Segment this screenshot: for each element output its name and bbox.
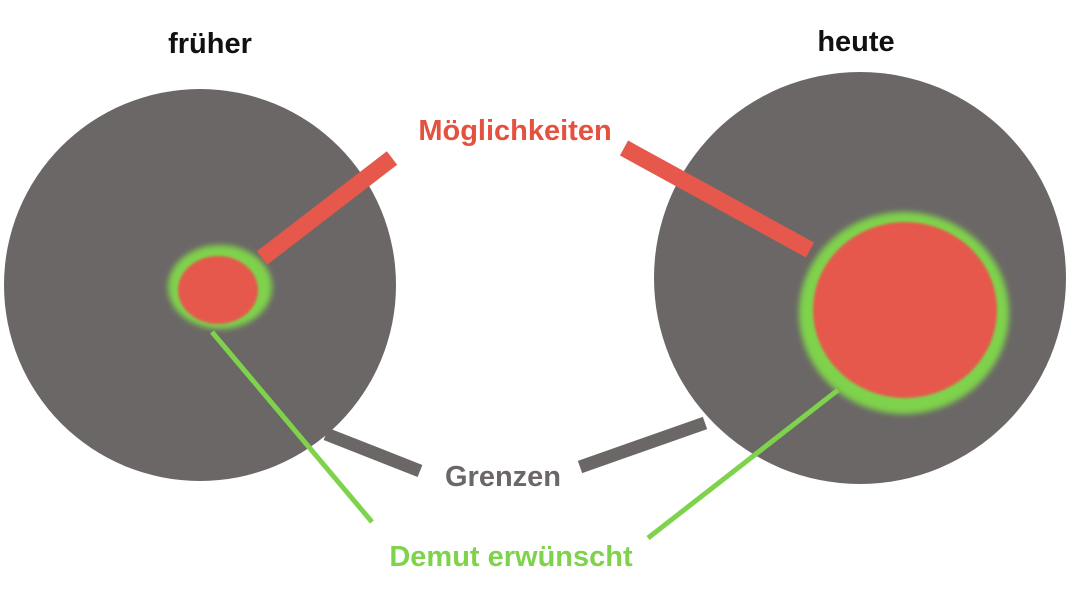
- connector-lines: [210, 140, 840, 540]
- left-diagram: [4, 89, 396, 481]
- limits-pointer-left: [323, 427, 423, 478]
- heading-left: früher: [168, 28, 252, 60]
- humility-pointer-left: [210, 330, 374, 524]
- right-possibilities-area: [813, 222, 997, 398]
- left-possibilities-area: [178, 256, 258, 324]
- label-possibilities: Möglichkeiten: [418, 115, 612, 147]
- heading-right: heute: [817, 26, 895, 58]
- label-limits: Grenzen: [444, 461, 562, 493]
- humility-pointer-right: [646, 388, 840, 540]
- possibilities-pointer-right: [619, 140, 815, 258]
- possibilities-pointer-left: [256, 151, 398, 265]
- right-diagram: [654, 72, 1066, 484]
- limits-pointer-right: [577, 416, 708, 474]
- label-humility: Demut erwünscht: [389, 541, 633, 573]
